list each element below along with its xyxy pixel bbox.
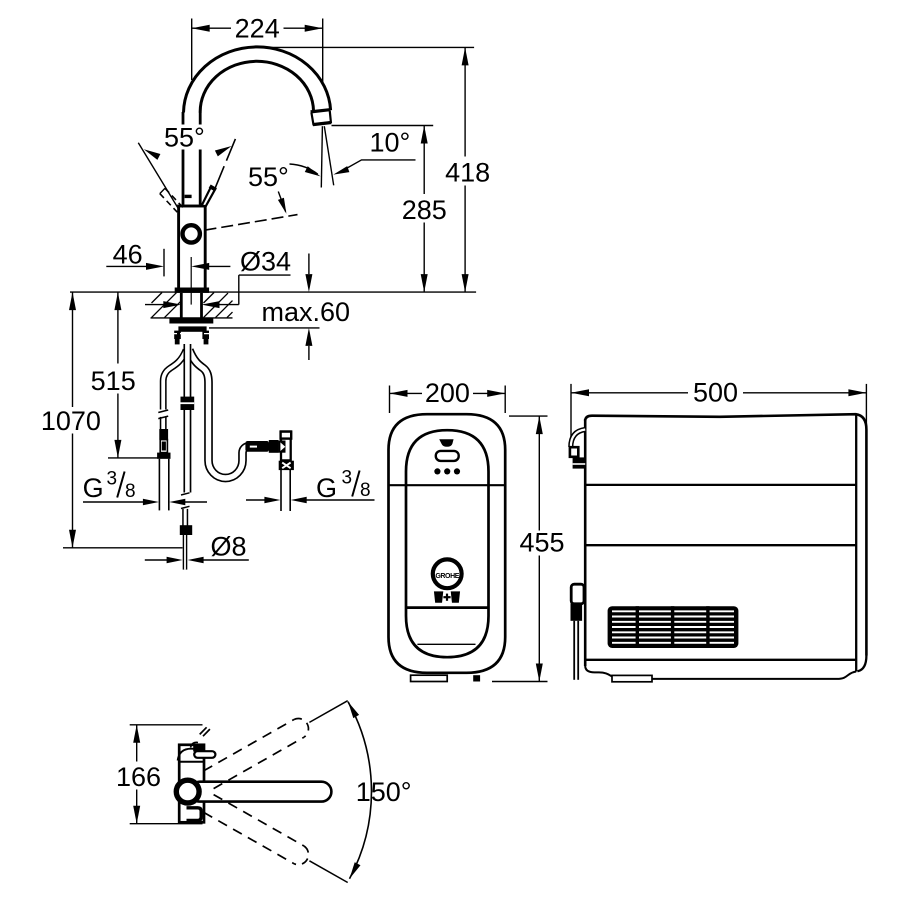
svg-text:max.60: max.60 bbox=[262, 297, 351, 327]
svg-text:515: 515 bbox=[91, 366, 136, 396]
svg-text:418: 418 bbox=[445, 157, 490, 187]
svg-text:55°: 55° bbox=[248, 162, 289, 192]
svg-text:1070: 1070 bbox=[41, 406, 101, 436]
svg-text:200: 200 bbox=[425, 378, 470, 408]
svg-text:224: 224 bbox=[235, 14, 280, 44]
svg-text:10°: 10° bbox=[370, 128, 411, 158]
svg-text:3: 3 bbox=[107, 469, 118, 490]
svg-text:Ø8: Ø8 bbox=[211, 531, 247, 561]
svg-text:3: 3 bbox=[342, 468, 353, 489]
svg-text:8: 8 bbox=[360, 480, 371, 501]
svg-text:55°: 55° bbox=[164, 123, 205, 153]
svg-text:Ø34: Ø34 bbox=[240, 247, 291, 277]
svg-text:GROHE: GROHE bbox=[435, 573, 459, 580]
svg-text:500: 500 bbox=[693, 377, 738, 407]
svg-text:8: 8 bbox=[125, 481, 136, 502]
svg-text:166: 166 bbox=[116, 762, 161, 792]
svg-text:285: 285 bbox=[402, 195, 447, 225]
svg-text:G: G bbox=[83, 473, 104, 503]
svg-text:455: 455 bbox=[519, 528, 564, 558]
svg-text:150°: 150° bbox=[356, 777, 412, 807]
svg-text:G: G bbox=[316, 473, 337, 503]
svg-text:46: 46 bbox=[113, 239, 143, 269]
